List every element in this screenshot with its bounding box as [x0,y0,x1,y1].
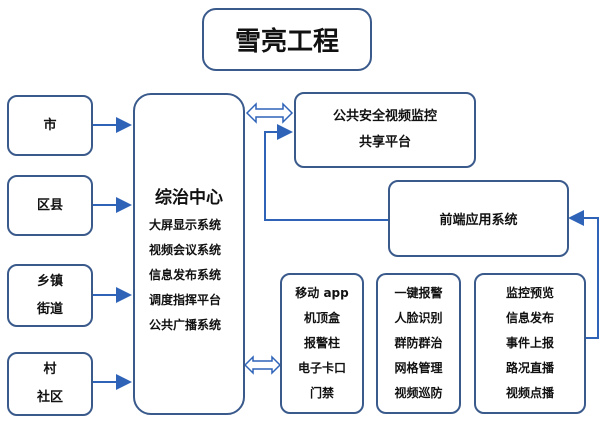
double-arrow-hub-platform [245,102,294,124]
level-city-box: 市 [7,95,93,156]
service-item: 事件上报 [505,336,554,350]
function-item: 群防群治 [394,336,443,350]
double-arrow-hub-devices [243,355,282,375]
device-item: 移动 app [295,286,349,300]
service-item: 路况直播 [505,361,554,375]
level-street-label: 街道 [36,301,63,317]
hub-item: 公共广播系统 [149,318,222,332]
diagram-title: 雪亮工程 [202,8,372,71]
arrow-frontend-to-platform [264,124,388,221]
level-county-box: 区县 [7,175,93,236]
device-item: 门禁 [309,386,334,400]
diagram-title-text: 雪亮工程 [234,27,339,57]
service-item: 信息发布 [505,311,554,325]
hub-item-list: 大屏显示系统 视频会议系统 信息发布系统 调度指挥平台 公共广播系统 [149,213,221,338]
service-item: 监控预览 [505,286,554,300]
level-community-label: 社区 [36,390,63,405]
function-item: 网格管理 [394,361,443,375]
frontend-system-label: 前端应用系统 [439,213,518,228]
function-item: 视频巡防 [394,386,443,400]
hub-title: 综治中心 [155,188,223,208]
level-village-label: 村 [43,362,57,377]
hub-item: 视频会议系统 [149,243,222,257]
device-item: 电子卡口 [297,361,346,375]
device-item: 机顶盒 [303,311,340,325]
service-item: 视频点播 [505,386,554,400]
functions-box: 一键报警 人脸识别 群防群治 网格管理 视频巡防 [376,273,461,414]
level-town-label: 乡镇 [36,273,63,289]
devices-box: 移动 app 机顶盒 报警柱 电子卡口 门禁 [280,273,364,414]
level-county-label: 区县 [36,197,63,213]
arrow-services-to-frontend [568,210,599,339]
function-item: 人脸识别 [394,311,443,325]
level-village-box: 村 社区 [7,352,93,416]
hub-center-box: 综治中心 大屏显示系统 视频会议系统 信息发布系统 调度指挥平台 公共广播系统 [133,93,245,415]
platform-label-line2: 共享平台 [358,135,411,150]
function-item: 一键报警 [394,286,443,300]
hub-item: 调度指挥平台 [149,293,222,307]
services-box: 监控预览 信息发布 事件上报 路况直播 视频点播 [474,273,586,414]
hub-item: 信息发布系统 [149,268,222,282]
platform-label-line1: 公共安全视频监控 [332,109,437,124]
level-town-box: 乡镇 街道 [7,264,93,327]
device-item: 报警柱 [303,336,340,350]
level-city-label: 市 [43,117,57,133]
hub-item: 大屏显示系统 [149,218,222,232]
frontend-system-box: 前端应用系统 [388,180,569,257]
platform-box: 公共安全视频监控 共享平台 [294,92,476,168]
